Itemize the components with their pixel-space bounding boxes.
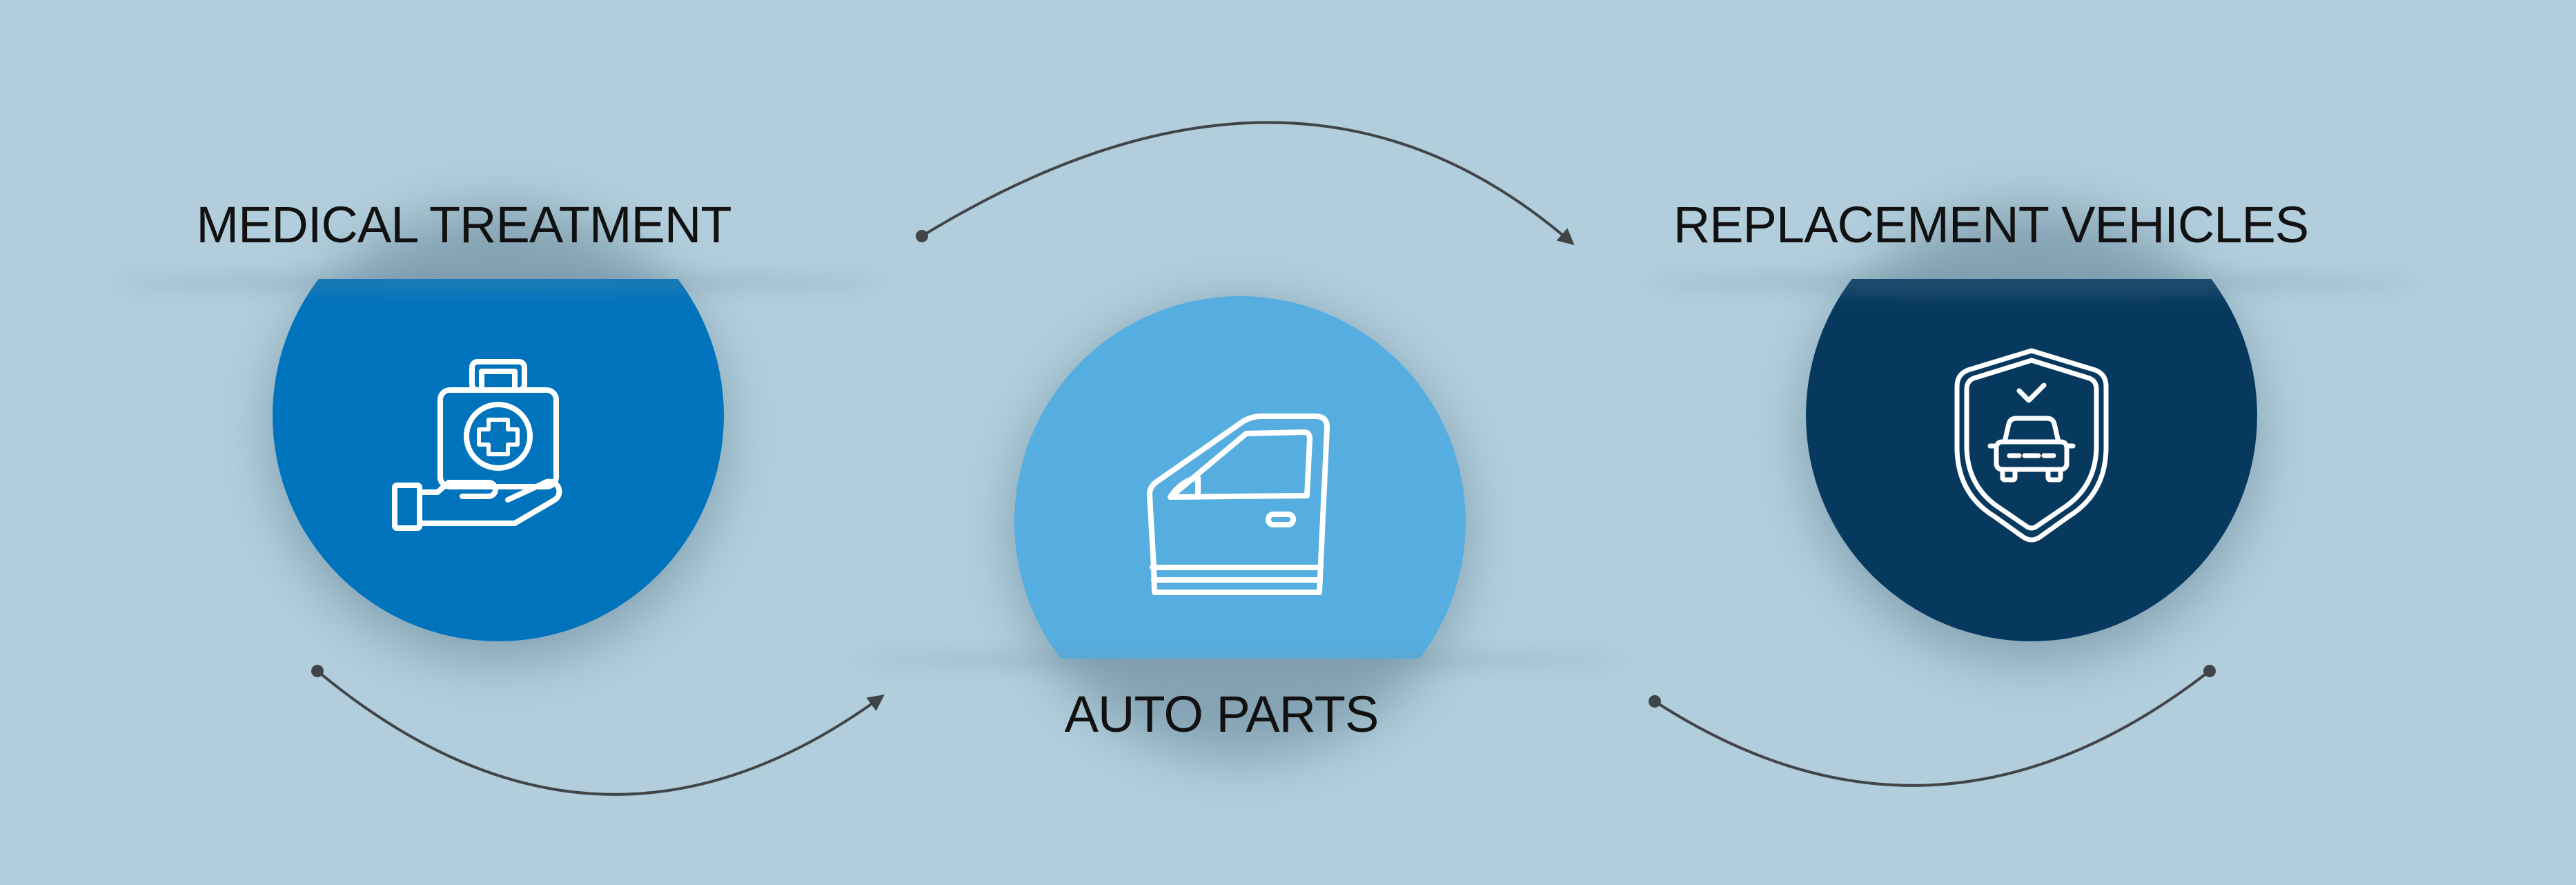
circle-medical: [273, 279, 724, 641]
connectors: [311, 121, 2216, 796]
label-replacement-vehicles: REPLACEMENT VEHICLES: [1673, 196, 2309, 253]
cut-shadow-auto: [854, 654, 1626, 665]
connector-medical-to-auto: [311, 665, 885, 796]
car-shield-check-icon: [1954, 348, 2109, 543]
circle-auto: [1014, 296, 1466, 659]
connector-auto-to-replacement: [916, 121, 1575, 246]
medical-kit-hand-icon: [392, 359, 562, 531]
car-door-icon: [1146, 414, 1330, 595]
label-auto-parts: AUTO PARTS: [1064, 685, 1379, 743]
cut-shadow-medical: [112, 277, 885, 289]
circle-replacement: [1806, 279, 2257, 641]
label-medical-treatment: MEDICAL TREATMENT: [196, 196, 731, 253]
connector-replacement-loop: [1649, 665, 2216, 787]
cut-shadow-replacement: [1645, 277, 2418, 289]
